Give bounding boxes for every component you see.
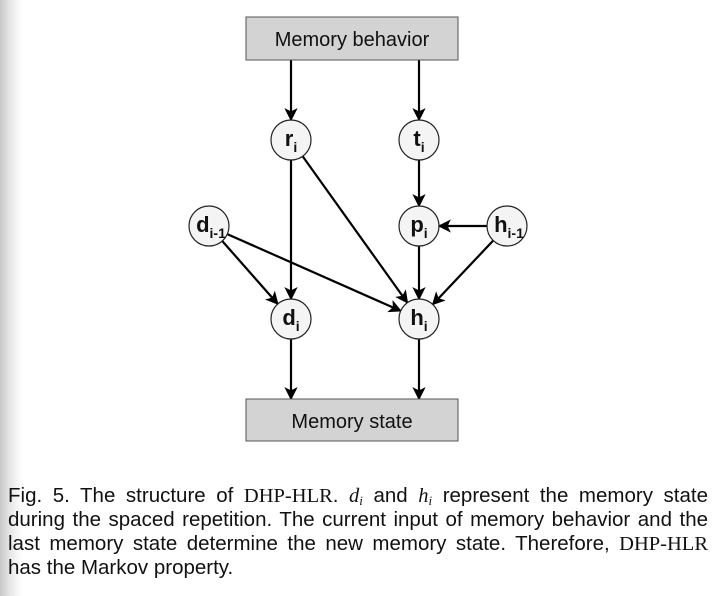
edge-h-prev-to-h-i bbox=[431, 239, 495, 306]
node-d-i: di bbox=[270, 298, 312, 340]
node-circle bbox=[398, 205, 440, 247]
caption-var-h: hi bbox=[418, 485, 433, 508]
node-label: di bbox=[282, 305, 299, 334]
caption-var-d: di bbox=[349, 485, 363, 508]
node-circle bbox=[270, 119, 312, 161]
node-h-i: hi bbox=[398, 298, 440, 340]
node-label: ti bbox=[413, 126, 424, 155]
node-h-prev: hi-1 bbox=[486, 205, 528, 247]
node-label: ri bbox=[285, 126, 297, 155]
dhp-hlr-structure-diagram: Memory behavior Memory state ri ti di-1 pi h… bbox=[188, 16, 528, 442]
caption-body: represent the memory state during the sp… bbox=[8, 484, 708, 555]
node-circle bbox=[486, 205, 528, 247]
memory-state-label: Memory state bbox=[291, 411, 412, 433]
node-circle bbox=[270, 298, 312, 340]
caption-suffix: has the Markov property. bbox=[8, 556, 234, 579]
node-r-i: ri bbox=[270, 119, 312, 161]
node-t-i: ti bbox=[398, 119, 440, 161]
edge-d-prev-to-h-i bbox=[226, 233, 402, 313]
node-circle bbox=[398, 119, 440, 161]
caption-model-name: DHP-HLR bbox=[243, 485, 333, 507]
node-label: hi-1 bbox=[494, 212, 524, 241]
node-d-prev: di-1 bbox=[188, 205, 230, 247]
node-label: di-1 bbox=[196, 212, 226, 241]
page-edge-shadow bbox=[0, 0, 22, 596]
nodes-group: ri ti di-1 pi hi-1 di hi bbox=[188, 119, 528, 340]
memory-behavior-box: Memory behavior bbox=[245, 16, 459, 61]
node-label: pi bbox=[410, 212, 427, 241]
memory-behavior-label: Memory behavior bbox=[275, 29, 430, 51]
node-p-i: pi bbox=[398, 205, 440, 247]
caption-prefix: Fig. 5. The structure of bbox=[8, 484, 244, 507]
figure-caption: Fig. 5. The structure of DHP-HLR. di and… bbox=[8, 484, 708, 580]
node-label: hi bbox=[410, 305, 427, 334]
node-circle bbox=[188, 205, 230, 247]
edge-d-prev-to-d-i bbox=[221, 240, 279, 305]
caption-after-model: . bbox=[332, 484, 350, 507]
caption-and: and bbox=[362, 484, 419, 507]
edges-group bbox=[221, 60, 495, 401]
memory-state-box: Memory state bbox=[245, 398, 459, 442]
edge-r-i-to-h-i bbox=[301, 155, 409, 304]
node-circle bbox=[398, 298, 440, 340]
caption-model-name-2: DHP-HLR bbox=[619, 533, 708, 555]
